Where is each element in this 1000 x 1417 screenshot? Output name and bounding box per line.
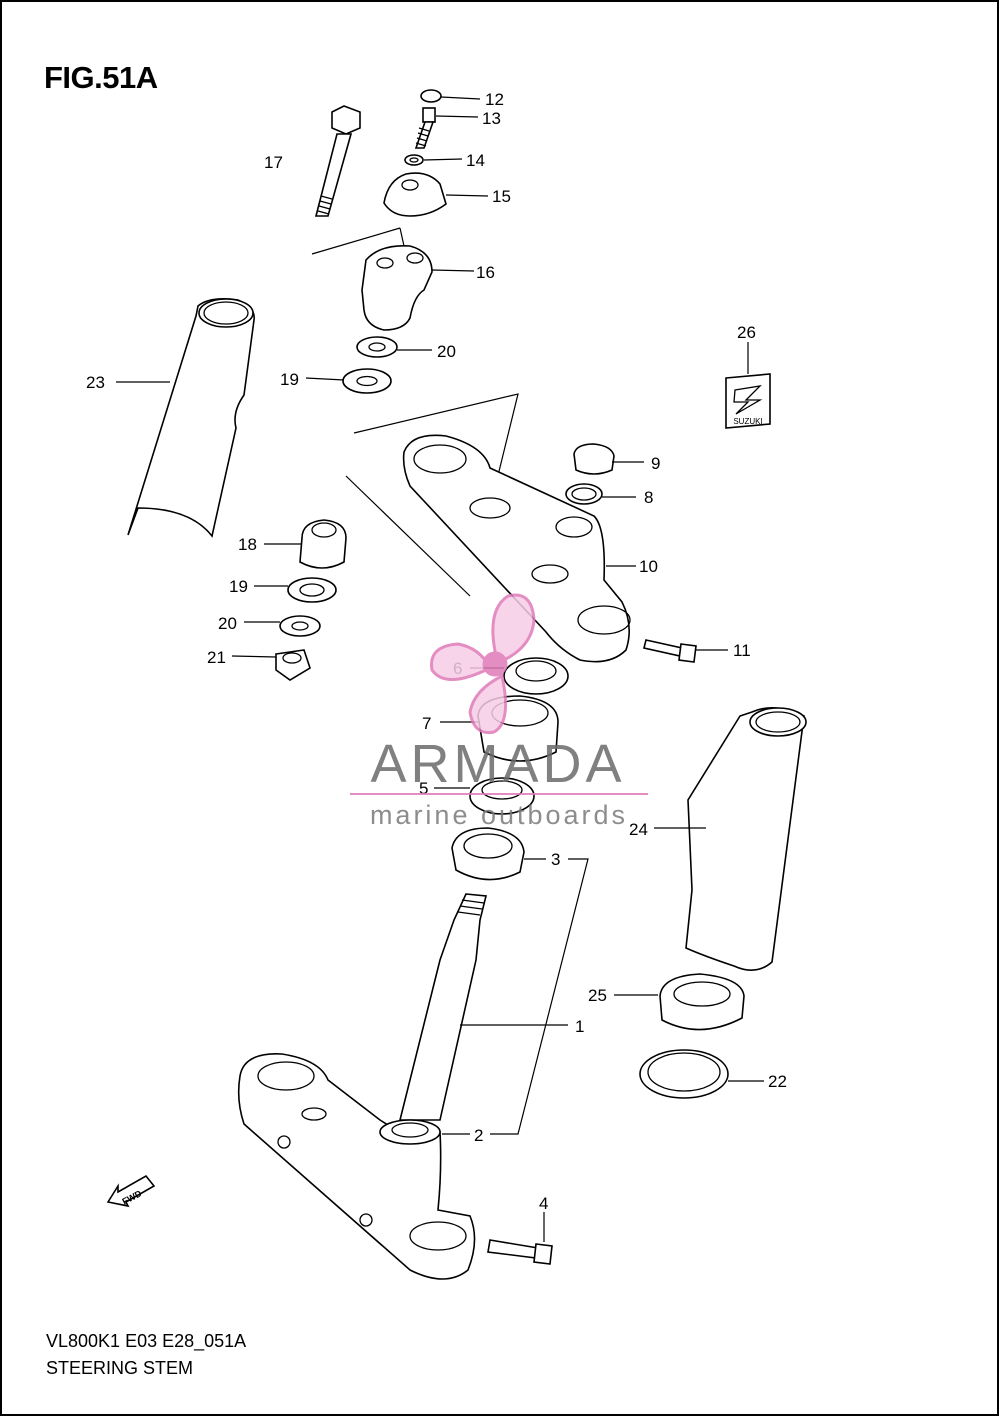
part-washer-19-lower — [287, 577, 337, 603]
callout-2: 2 — [474, 1126, 483, 1145]
part-cap-9 — [573, 443, 615, 475]
part-bush-18 — [299, 519, 347, 569]
part-cap — [420, 89, 442, 103]
callout-14: 14 — [466, 151, 485, 170]
callout-9: 9 — [651, 454, 660, 473]
callout-1: 1 — [575, 1017, 584, 1036]
callout-3: 3 — [551, 850, 560, 869]
part-fork-cover-left — [127, 298, 255, 538]
part-steering-stem — [237, 893, 488, 1280]
part-washer-19-upper — [342, 368, 392, 394]
part-clamp-upper — [383, 172, 447, 217]
watermark: ARMADA marine outboards — [350, 593, 648, 830]
callout-19-upper: 19 — [280, 370, 299, 389]
part-nut-21 — [275, 649, 311, 681]
part-bolt-4 — [487, 1239, 553, 1265]
part-upper-bracket — [402, 434, 631, 663]
part-bearing-3 — [451, 827, 525, 881]
callout-11: 11 — [733, 641, 751, 660]
callout-20-upper: 20 — [437, 342, 456, 361]
callout-25: 22 — [768, 1072, 787, 1091]
callout-12: 12 — [485, 90, 504, 109]
suzuki-badge — [725, 373, 771, 429]
callout-15: 15 — [492, 187, 511, 206]
badge-text: SUZUKI — [733, 417, 762, 426]
callout-16: 16 — [476, 263, 495, 282]
watermark-brand: ARMADA — [370, 734, 625, 794]
callout-4: 4 — [539, 1194, 548, 1213]
callout-7: 7 — [422, 714, 431, 733]
part-lock-nut-6 — [503, 657, 569, 695]
callout-24: 25 — [588, 986, 607, 1005]
callout-21: 21 — [207, 648, 226, 667]
callout-20-lower: 20 — [218, 614, 237, 633]
callout-labels: 12 13 14 15 16 17 20 19 23 26 9 8 10 11 … — [86, 90, 787, 1213]
callout-19-lower: 19 — [229, 577, 248, 596]
part-long-bolt — [314, 105, 361, 217]
watermark-tagline: marine outboards — [370, 800, 628, 830]
part-steering-nut-24 — [659, 973, 745, 1031]
callout-13: 13 — [482, 109, 501, 128]
callout-5: 5 — [419, 779, 428, 798]
part-washer-8 — [565, 483, 603, 505]
callout-18: 18 — [238, 535, 257, 554]
propeller-logo — [430, 593, 536, 735]
part-washer-small — [404, 154, 424, 166]
callout-17: 17 — [264, 153, 283, 172]
fwd-arrow — [106, 1174, 156, 1208]
part-washer-20-upper — [356, 336, 398, 358]
part-fork-cover-right — [685, 707, 807, 971]
part-bolt-11 — [643, 639, 697, 663]
part-washer-20-lower — [279, 615, 321, 637]
callout-26: 26 — [737, 323, 756, 342]
figure-title: FIG.51A — [44, 60, 158, 95]
callout-23: 24 — [629, 820, 648, 839]
part-washer-25 — [639, 1049, 729, 1099]
callout-10: 10 — [639, 557, 658, 576]
part-handlebar-holder — [361, 244, 433, 331]
figure-name: STEERING STEM — [46, 1358, 194, 1378]
callout-22: 23 — [86, 373, 105, 392]
part-small-bolt — [414, 107, 436, 149]
callout-8: 8 — [644, 488, 653, 507]
figure-code: VL800K1 E03 E28_051A — [46, 1331, 247, 1351]
part-bearing-5 — [469, 777, 535, 815]
part-dust-seal-2 — [379, 1119, 441, 1145]
